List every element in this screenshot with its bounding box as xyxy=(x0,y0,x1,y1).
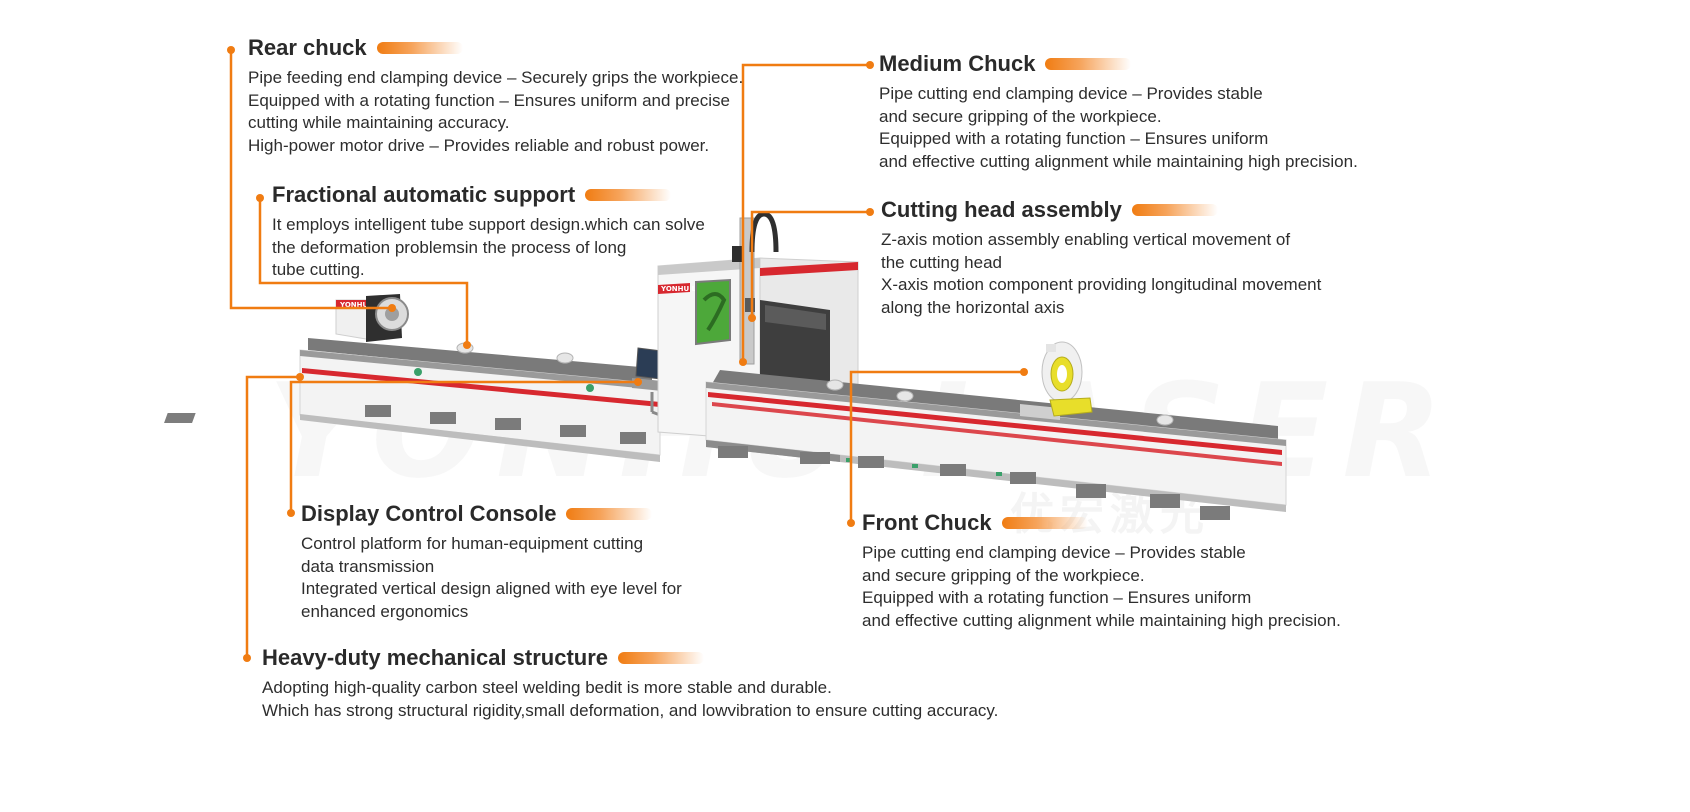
callout-body-rear-chuck: Pipe feeding end clamping device – Secur… xyxy=(248,67,743,157)
callout-line: cutting while maintaining accuracy. xyxy=(248,113,510,132)
callout-line: Control platform for human-equipment cut… xyxy=(301,534,644,553)
callout-line: and effective cutting alignment while ma… xyxy=(879,151,1358,171)
callout-line: Pipe feeding end clamping device – Secur… xyxy=(248,68,744,87)
callout-fractional-support: Fractional automatic support It employs … xyxy=(272,182,705,282)
callout-line: Equipped with a rotating function – Ensu… xyxy=(879,129,1269,148)
callout-body-display-console: Control platform for human-equipment cut… xyxy=(301,533,682,623)
callout-line: Integrated vertical design aligned with … xyxy=(301,579,682,598)
callout-display-console: Display Control Console Control platform… xyxy=(301,501,682,623)
callout-title-display-console: Display Control Console xyxy=(301,501,557,526)
callout-line: It employs intelligent tube support desi… xyxy=(272,215,705,234)
callout-cutting-head: Cutting head assembly Z-axis motion asse… xyxy=(881,197,1321,319)
callout-rear-chuck: Rear chuck Pipe feeding end clamping dev… xyxy=(248,35,743,157)
callout-line: X-axis motion component providing longit… xyxy=(881,275,1322,294)
callout-line: and secure gripping of the workpiece. xyxy=(879,106,1162,126)
callout-line: Which has strong structural rigidity,sma… xyxy=(262,700,999,720)
front-bed xyxy=(705,370,1287,520)
accent-bar xyxy=(1045,58,1132,70)
callout-line: the deformation problemsin the process o… xyxy=(272,237,627,257)
accent-bar xyxy=(1001,517,1088,529)
accent-bar xyxy=(376,42,463,54)
callout-line: Z-axis motion assembly enabling vertical… xyxy=(881,230,1291,249)
accent-bar xyxy=(1131,204,1218,216)
callout-line: Pipe cutting end clamping device – Provi… xyxy=(862,543,1246,562)
callout-line: along the horizontal axis xyxy=(881,297,1065,317)
callout-line: data transmission xyxy=(301,556,435,576)
accent-bar xyxy=(585,189,672,201)
callout-title-front-chuck: Front Chuck xyxy=(862,510,992,535)
leader-lines xyxy=(229,50,1024,658)
callout-line: the cutting head xyxy=(881,252,1002,272)
callout-line: Adopting high-quality carbon steel weldi… xyxy=(262,678,832,697)
callout-title-cutting-head: Cutting head assembly xyxy=(881,197,1122,222)
callout-line: enhanced ergonomics xyxy=(301,601,469,621)
callout-body-cutting-head: Z-axis motion assembly enabling vertical… xyxy=(881,229,1321,319)
rear-chuck-unit: YONHU LASER xyxy=(335,294,409,342)
callout-line: Equipped with a rotating function – Ensu… xyxy=(248,90,730,110)
callout-body-fractional-support: It employs intelligent tube support desi… xyxy=(272,214,705,282)
callout-title-heavy-duty: Heavy-duty mechanical structure xyxy=(262,645,609,670)
callout-line: and secure gripping of the workpiece. xyxy=(862,565,1145,585)
accent-bar xyxy=(618,652,705,664)
callout-body-heavy-duty: Adopting high-quality carbon steel weldi… xyxy=(262,677,998,722)
callout-line: tube cutting. xyxy=(272,260,365,279)
front-chuck-unit xyxy=(1020,341,1093,420)
callout-medium-chuck: Medium Chuck Pipe cutting end clamping d… xyxy=(879,51,1358,173)
callout-heavy-duty: Heavy-duty mechanical structure Adopting… xyxy=(262,645,998,722)
callout-title-rear-chuck: Rear chuck xyxy=(248,35,367,60)
callout-line: High-power motor drive – Provides reliab… xyxy=(248,135,710,155)
callout-front-chuck: Front Chuck Pipe cutting end clamping de… xyxy=(862,510,1341,632)
callout-title-medium-chuck: Medium Chuck xyxy=(879,51,1036,76)
rear-bed xyxy=(164,338,661,462)
callout-body-medium-chuck: Pipe cutting end clamping device – Provi… xyxy=(879,83,1358,173)
leader-dots xyxy=(227,46,1028,662)
cabinet-brand-label: YONHU LASER xyxy=(660,285,717,293)
callout-title-fractional-support: Fractional automatic support xyxy=(272,182,576,207)
callout-line: Pipe cutting end clamping device – Provi… xyxy=(879,84,1263,103)
accent-bar xyxy=(566,508,653,520)
callout-body-front-chuck: Pipe cutting end clamping device – Provi… xyxy=(862,542,1341,632)
callout-line: Equipped with a rotating function – Ensu… xyxy=(862,588,1252,607)
callout-line: and effective cutting alignment while ma… xyxy=(862,610,1341,630)
